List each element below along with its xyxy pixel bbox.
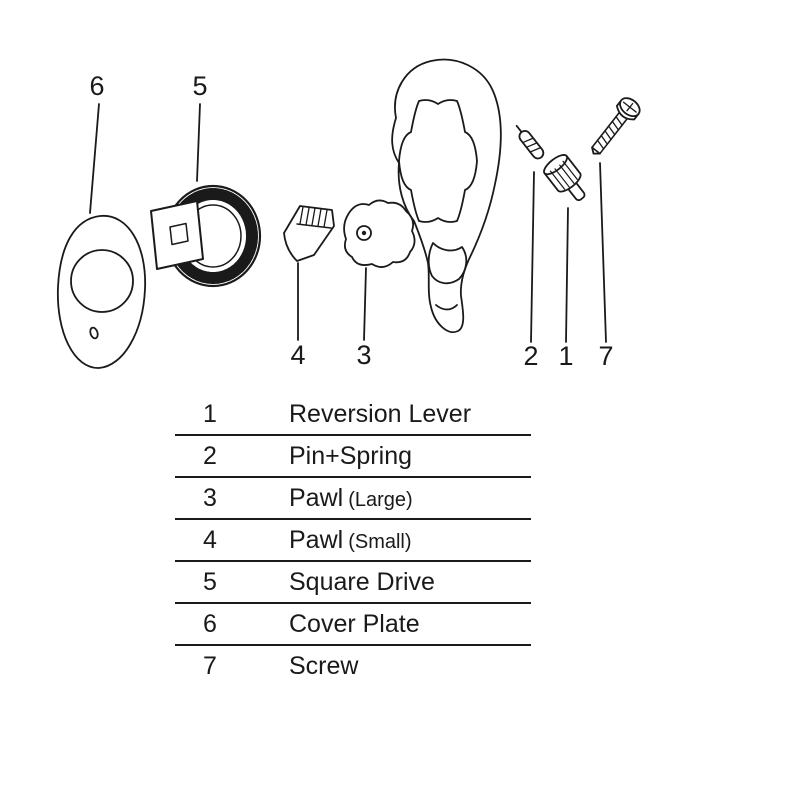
leader-line-1 [565,207,569,343]
parts-table-row: 5 Square Drive [175,562,531,604]
leader-line-3 [363,267,367,341]
callout-6: 6 [89,71,104,101]
leader-line-6 [89,103,100,214]
part-number: 4 [203,525,217,554]
part-number: 6 [203,609,217,638]
part-name-text: Reversion Lever [289,399,472,428]
callout-5: 5 [192,71,207,101]
parts-table-row: 6 Cover Plate [175,604,531,646]
parts-table: 1 Reversion Lever 2 Pin+Spring 3 Pawl(La… [175,394,531,686]
leader-line-5 [196,103,201,182]
part-name-text: Screw [289,651,359,680]
square-drive-drawing [150,184,262,288]
part-number: 3 [203,483,217,512]
pawl-large-drawing [343,199,416,268]
pin-spring-drawing [515,124,545,160]
part-number: 5 [203,567,217,596]
callout-2: 2 [523,341,538,371]
part-number: 7 [203,651,217,680]
part-number: 2 [203,441,217,470]
leader-line-2 [530,171,535,343]
part-name: Square Drive [289,568,440,597]
part-name-text: Cover Plate [289,609,420,638]
callout-4: 4 [290,340,305,370]
screw-drawing [591,97,641,155]
leader-lines [89,103,607,343]
callout-7: 7 [598,341,613,371]
parts-table-row: 3 Pawl(Large) [175,478,531,520]
ratchet-head-drawing [391,58,502,333]
part-name-text: Square Drive [289,567,435,596]
leader-line-7 [599,162,607,343]
part-name-text: Pawl [289,525,344,554]
callout-1: 1 [558,341,573,371]
part-name: Cover Plate [289,610,425,639]
parts-table-row: 1 Reversion Lever [175,394,531,436]
part-name: Pawl(Small) [289,526,412,555]
reversion-lever-drawing [543,154,586,202]
part-name: Pawl(Large) [289,484,413,513]
part-name: Reversion Lever [289,400,476,429]
parts-table-row: 4 Pawl(Small) [175,520,531,562]
parts-table-row: 7 Screw [175,646,531,686]
diagram-canvas: 6 5 4 3 2 1 7 [57,58,641,371]
part-name-note: (Large) [348,488,413,511]
part-name-text: Pin+Spring [289,441,412,470]
part-name: Screw [289,652,363,681]
part-number: 1 [203,399,217,428]
cover-plate-drawing [57,215,146,369]
part-name: Pin+Spring [289,442,417,471]
part-name-text: Pawl [289,483,344,512]
callout-3: 3 [356,340,371,370]
pawl-small-drawing [283,205,335,262]
parts-table-row: 2 Pin+Spring [175,436,531,478]
part-name-note: (Small) [348,530,412,553]
